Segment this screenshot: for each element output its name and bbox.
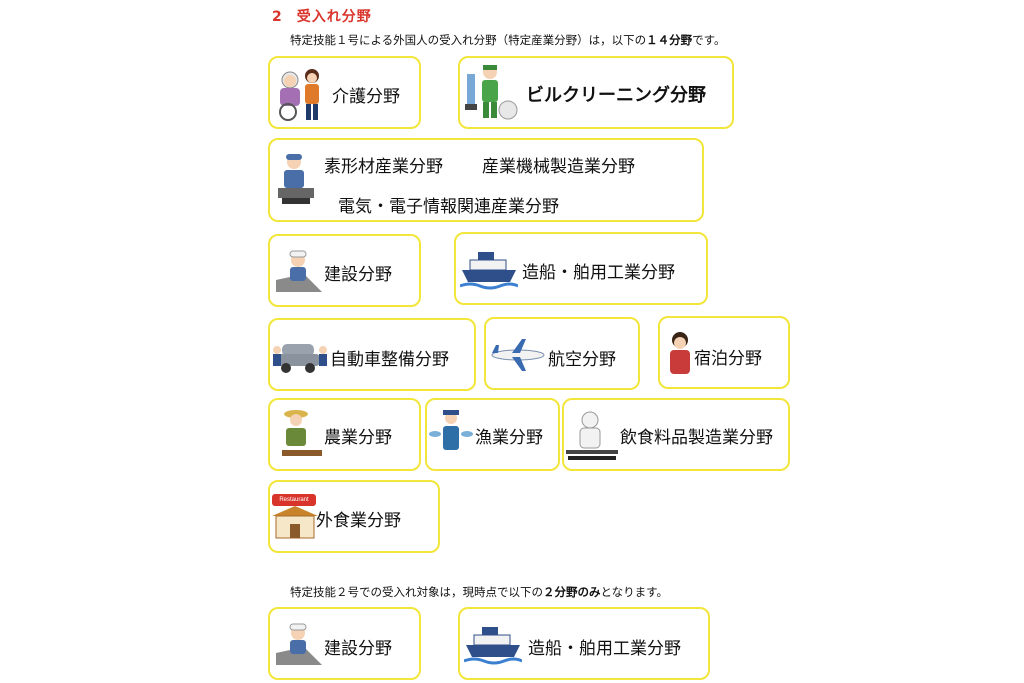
- field-label-sokeizai: 素形材産業分野: [324, 157, 443, 177]
- section-heading: 2 受入れ分野: [272, 6, 372, 26]
- field-card-shipbuilding: 造船・舶用工業分野: [454, 232, 708, 305]
- field-card-kaigo: 介護分野: [268, 56, 421, 129]
- field2-label-construction: 建設分野: [324, 639, 392, 659]
- field-label-food-service: 外食業分野: [316, 511, 401, 531]
- intro-1-suffix: です。: [692, 33, 726, 47]
- field-card-food-manufacturing: 飲食料品製造業分野: [562, 398, 790, 471]
- ship-icon: [460, 252, 518, 290]
- field2-card-shipbuilding: 造船・舶用工業分野: [458, 607, 710, 680]
- caregiver-icon: [279, 69, 319, 121]
- field-label-kaigo: 介護分野: [332, 87, 400, 107]
- restaurant-icon: [272, 506, 318, 539]
- field-card-food-service: Restaurant 外食業分野: [268, 480, 440, 553]
- field-label-construction: 建設分野: [324, 265, 392, 285]
- field-label-aviation: 航空分野: [548, 350, 616, 370]
- field-label-lodging: 宿泊分野: [694, 349, 762, 369]
- field-card-agriculture: 農業分野: [268, 398, 421, 471]
- field-label-sangyo-kikai: 産業機械製造業分野: [482, 157, 635, 177]
- field2-card-construction: 建設分野: [268, 607, 421, 680]
- section-title: 受入れ分野: [296, 9, 372, 25]
- field-label-agriculture: 農業分野: [324, 428, 392, 448]
- intro-1-emphasis: １４分野: [646, 33, 693, 47]
- intro-1-text: 特定技能１号による外国人の受入れ分野（特定産業分野）は，以下の: [290, 33, 647, 47]
- farmer-icon: [282, 410, 322, 456]
- construction-worker-icon: [276, 623, 322, 665]
- fisherman-icon: [429, 410, 473, 450]
- field-card-lodging: 宿泊分野: [658, 316, 790, 389]
- field-label-shipbuilding: 造船・舶用工業分野: [522, 263, 675, 283]
- ship-icon: [464, 627, 522, 665]
- factory-worker-icon: [278, 154, 314, 204]
- intro-2-text: 特定技能２号での受入れ対象は，現時点で以下の: [290, 585, 543, 599]
- field-card-automobile: 自動車整備分野: [268, 318, 476, 391]
- field-label-food-manufacturing: 飲食料品製造業分野: [620, 428, 773, 448]
- intro-paragraph-2: 特定技能２号での受入れ対象は，現時点で以下の２分野のみとなります。: [290, 584, 668, 600]
- car-mechanic-icon: [273, 344, 327, 373]
- field-card-fishery: 漁業分野: [425, 398, 560, 471]
- field-card-building-cleaning: ビルクリーニング分野: [458, 56, 734, 129]
- field-card-aviation: 航空分野: [484, 317, 640, 390]
- field-label-fishery: 漁業分野: [475, 428, 543, 448]
- field-card-construction: 建設分野: [268, 234, 421, 307]
- airplane-icon: [491, 339, 545, 371]
- field-label-denki-denshi: 電気・電子情報関連産業分野: [338, 197, 559, 217]
- intro-2-emphasis: ２分野のみ: [543, 585, 601, 599]
- food-factory-worker-icon: [566, 411, 618, 460]
- cleaner-icon: [465, 65, 518, 120]
- intro-2-suffix: となります。: [600, 585, 669, 599]
- field2-label-shipbuilding: 造船・舶用工業分野: [528, 639, 681, 659]
- restaurant-sign: Restaurant: [272, 494, 316, 506]
- field-card-manufacturing: 素形材産業分野 産業機械製造業分野 電気・電子情報関連産業分野: [268, 138, 704, 222]
- field-label-automobile: 自動車整備分野: [330, 350, 449, 370]
- field-label-building-cleaning: ビルクリーニング分野: [526, 85, 706, 106]
- section-number: 2: [272, 9, 283, 25]
- intro-paragraph-1: 特定技能１号による外国人の受入れ分野（特定産業分野）は，以下の１４分野です。: [290, 32, 726, 48]
- construction-worker-icon: [276, 250, 322, 292]
- hotel-staff-icon: [670, 332, 690, 374]
